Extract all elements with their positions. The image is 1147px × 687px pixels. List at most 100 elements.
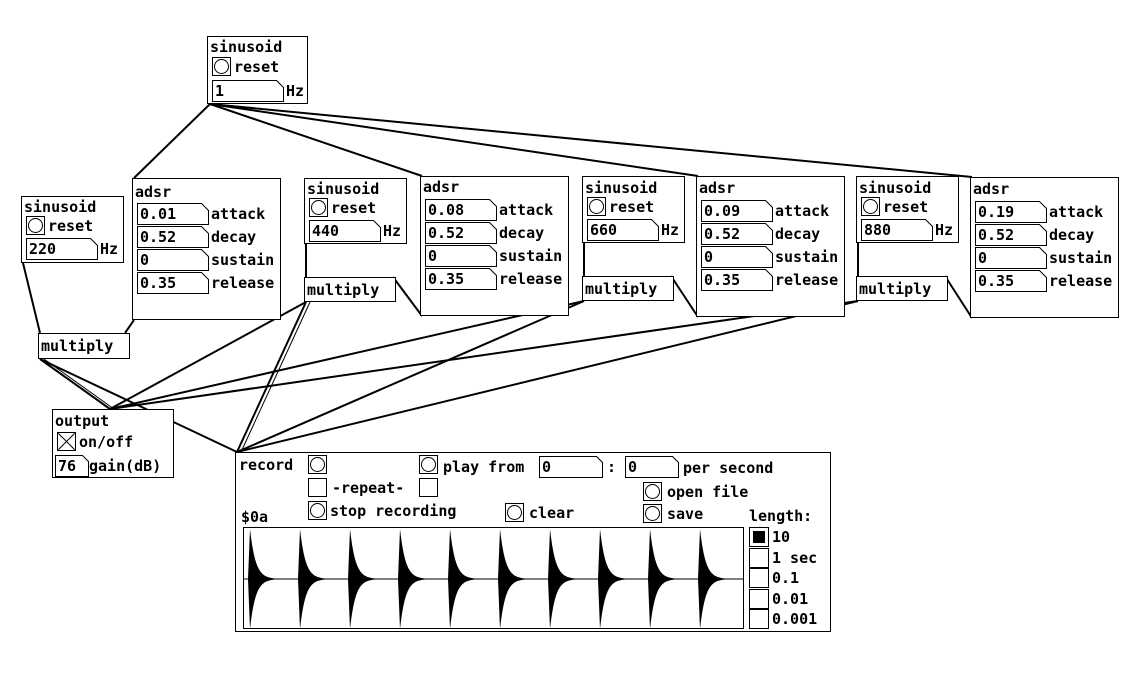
length-option-label: 0.001 — [772, 610, 818, 628]
patch-cord — [133, 103, 211, 179]
decay-value: 0.52 — [140, 228, 177, 246]
gain-value: 76 — [58, 457, 77, 475]
frequency-number-box[interactable]: 440 — [309, 220, 381, 242]
stop-recording-bang-button[interactable] — [308, 501, 327, 520]
clear-bang-button[interactable] — [505, 503, 524, 522]
repeat-toggle-left[interactable] — [308, 478, 327, 497]
release-number-box[interactable]: 0.35 — [701, 269, 773, 291]
length-option-label: 1 sec — [772, 548, 818, 567]
waveform-array[interactable] — [243, 527, 744, 629]
module-title: sinusoid — [585, 179, 658, 197]
length-radio-option[interactable] — [749, 568, 769, 588]
sustain-number-box[interactable]: 0 — [701, 246, 773, 268]
gain-number-box[interactable]: 76 — [55, 455, 89, 477]
attack-value: 0.09 — [704, 202, 741, 220]
frequency-unit: Hz — [661, 221, 680, 239]
multiply-object-4[interactable]: multiply — [856, 276, 948, 301]
frequency-number-box[interactable]: 1 — [212, 80, 284, 102]
waveform-burst — [648, 529, 694, 628]
waveform-plot — [244, 529, 743, 628]
object-label: multiply — [859, 280, 932, 298]
reset-bang-button[interactable] — [26, 216, 45, 235]
frequency-value: 880 — [864, 221, 892, 239]
multiply-object-3[interactable]: multiply — [582, 276, 674, 301]
patch-cord — [236, 300, 859, 453]
multiply-object-2[interactable]: multiply — [304, 277, 396, 302]
module-title: sinusoid — [24, 198, 97, 216]
length-option-label: 10 — [772, 528, 791, 546]
record-bang-button[interactable] — [308, 455, 327, 474]
patch-cord — [124, 319, 135, 334]
play-from-value: 0 — [542, 458, 552, 476]
release-number-box[interactable]: 0.35 — [975, 270, 1047, 292]
adsr-module-2: adsr 0.08 attack 0.52 decay 0 sustain 0.… — [420, 176, 569, 316]
attack-number-box[interactable]: 0.19 — [975, 201, 1047, 223]
array-name-label: $0a — [241, 508, 269, 526]
module-title: sinusoid — [307, 180, 380, 198]
reset-bang-button[interactable] — [861, 197, 880, 216]
patch-cord — [109, 300, 859, 410]
multiply-object-1[interactable]: multiply — [38, 333, 130, 359]
save-bang-button[interactable] — [643, 504, 662, 523]
attack-number-box[interactable]: 0.08 — [425, 199, 497, 221]
reset-label: reset — [48, 217, 94, 235]
sustain-label: sustain — [775, 248, 839, 266]
length-radio-option[interactable] — [749, 527, 769, 547]
reset-label: reset — [609, 198, 655, 216]
frequency-number-box[interactable]: 880 — [861, 219, 933, 241]
attack-label: attack — [1049, 203, 1104, 221]
release-number-box[interactable]: 0.35 — [425, 268, 497, 290]
length-radio-option[interactable] — [749, 609, 769, 629]
object-label: multiply — [41, 337, 114, 355]
sustain-number-box[interactable]: 0 — [975, 247, 1047, 269]
play-from-label: play from — [443, 458, 525, 476]
decay-label: decay — [1049, 226, 1095, 244]
waveform-burst — [448, 529, 494, 628]
play-bang-button[interactable] — [419, 455, 438, 474]
sinusoid-module-1: sinusoid reset 220 Hz — [21, 196, 124, 263]
attack-number-box[interactable]: 0.01 — [137, 203, 209, 225]
length-radio-option[interactable] — [749, 547, 769, 568]
decay-label: decay — [211, 228, 257, 246]
sinusoid-module-4: sinusoid reset 880 Hz — [856, 176, 959, 243]
sustain-value: 0 — [704, 248, 714, 266]
frequency-value: 220 — [29, 240, 57, 258]
patch-cord — [240, 301, 311, 453]
length-radio-option[interactable] — [749, 588, 769, 609]
release-label: release — [211, 274, 275, 292]
decay-number-box[interactable]: 0.52 — [137, 226, 209, 248]
per-second-number-box[interactable]: 0 — [625, 456, 679, 478]
waveform-burst — [598, 529, 644, 628]
attack-number-box[interactable]: 0.09 — [701, 200, 773, 222]
on-off-toggle[interactable] — [57, 432, 76, 451]
reset-bang-button[interactable] — [587, 197, 606, 216]
repeat-toggle-right[interactable] — [419, 478, 438, 497]
sustain-number-box[interactable]: 0 — [137, 249, 209, 271]
play-from-number-box[interactable]: 0 — [539, 456, 603, 478]
release-number-box[interactable]: 0.35 — [137, 272, 209, 294]
adsr-module-1: adsr 0.01 attack 0.52 decay 0 sustain 0.… — [132, 178, 281, 320]
attack-label: attack — [211, 205, 266, 223]
release-label: release — [775, 271, 839, 289]
reset-bang-button[interactable] — [309, 198, 328, 217]
decay-value: 0.52 — [428, 224, 465, 242]
frequency-number-box[interactable]: 660 — [587, 219, 659, 241]
decay-number-box[interactable]: 0.52 — [701, 223, 773, 245]
sustain-label: sustain — [211, 251, 275, 269]
patch-cord — [236, 301, 307, 453]
reset-label: reset — [234, 58, 280, 76]
frequency-number-box[interactable]: 220 — [26, 238, 98, 260]
decay-label: decay — [499, 224, 545, 242]
decay-number-box[interactable]: 0.52 — [425, 222, 497, 244]
waveform-burst — [298, 529, 344, 628]
sustain-number-box[interactable]: 0 — [425, 245, 497, 267]
frequency-unit: Hz — [100, 240, 119, 258]
adsr-module-3: adsr 0.09 attack 0.52 decay 0 sustain 0.… — [696, 176, 845, 317]
decay-number-box[interactable]: 0.52 — [975, 224, 1047, 246]
waveform-burst — [398, 529, 444, 628]
reset-bang-button[interactable] — [212, 57, 231, 76]
module-title: adsr — [699, 179, 736, 197]
module-title: record — [239, 456, 294, 474]
open-file-bang-button[interactable] — [643, 482, 662, 501]
